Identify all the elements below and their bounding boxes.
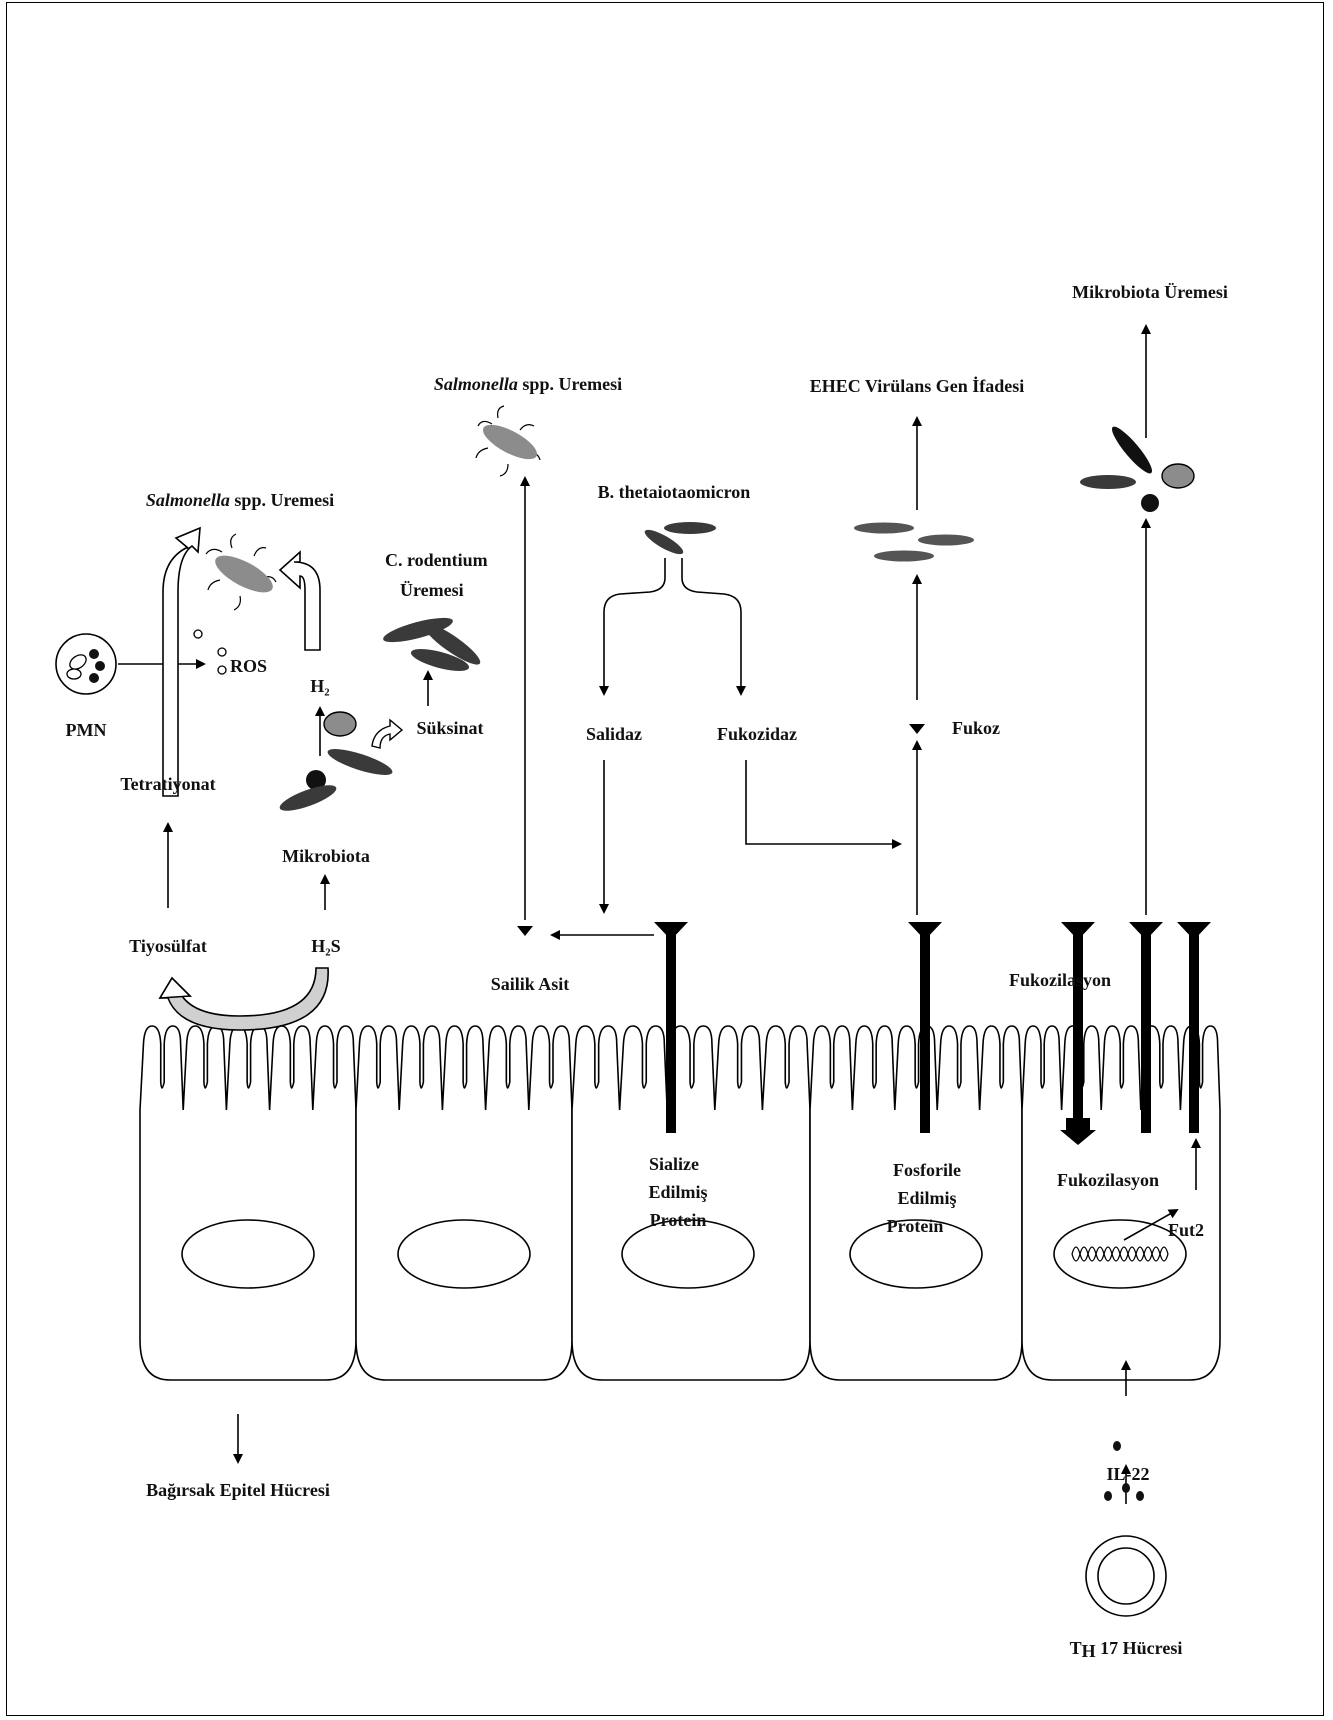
label-sialize-2: Edilmiş [648, 1182, 707, 1202]
cell-nucleus [182, 1220, 314, 1288]
label-sialize-1: Sialize [649, 1154, 699, 1174]
label-il22: IL-22 [1106, 1464, 1149, 1484]
label-ros: ROS [230, 656, 267, 676]
microbiota-gray [324, 712, 356, 736]
succinate-curved-arrow [372, 720, 402, 748]
label-suksinat: Süksinat [416, 718, 483, 738]
label-fosforile-1: Fosforile [893, 1160, 961, 1180]
ehec-2 [918, 535, 974, 546]
microbiota-right-rod-2 [1080, 475, 1136, 489]
epithelial-cells [140, 1026, 1220, 1380]
label-salmonella-left: Salmonella spp. Uremesi [146, 490, 334, 510]
label-sailik-asit: Sailik Asit [491, 974, 570, 994]
label-ehec: EHEC Virülans Gen İfadesi [810, 376, 1025, 396]
label-mikrobiota: Mikrobiota [282, 846, 370, 866]
ehec-1 [854, 523, 914, 534]
label-fukozilasyon-bottom: Fukozilasyon [1057, 1170, 1159, 1190]
epithelial-cell [356, 1026, 572, 1380]
epithelial-cell [572, 1026, 810, 1380]
label-mikrobiota-uremesi: Mikrobiota Üremesi [1072, 282, 1228, 302]
label-th17: TH 17 Hücresi [1070, 1638, 1183, 1661]
salmonella-top-bacterium [476, 406, 542, 476]
label-c-rodentium-1: C. rodentium [385, 550, 488, 570]
h2-curved-arrow [280, 552, 320, 650]
bacteria [206, 406, 1194, 816]
label-fosforile-3: Protein [887, 1216, 944, 1236]
arrow-btheta-fukozidaz [682, 558, 741, 694]
label-tiyosulfat: Tiyosülfat [129, 936, 207, 956]
microbiota-right-gray [1162, 464, 1194, 488]
arrow-fukozidaz-fukoz [746, 760, 900, 844]
label-pmn: PMN [66, 720, 107, 740]
label-tetratiyonat: Tetratiyonat [120, 774, 215, 794]
h2s-tiyosulfat-curved-arrow [160, 968, 328, 1030]
label-fukozidaz: Fukozidaz [717, 724, 797, 744]
microbiota-right-rod-1 [1107, 423, 1156, 478]
btheta-1 [664, 522, 716, 534]
label-h2: H₂ [310, 676, 329, 696]
sialic-acid-triangle [517, 926, 533, 936]
microbiota-right-dot [1141, 494, 1159, 512]
label-fukozilasyon-top: Fukozilasyon [1009, 970, 1111, 990]
label-sialize-3: Protein [650, 1210, 707, 1230]
microbiota-rod-1 [325, 744, 395, 780]
epithelial-cell [140, 1026, 356, 1380]
label-h2s: H₂S [311, 936, 340, 956]
label-fut2: Fut2 [1168, 1220, 1204, 1240]
cell-nucleus [398, 1220, 530, 1288]
labels: Mikrobiota Üremesi Salmonella spp. Ureme… [66, 282, 1228, 1661]
label-btheta: B. thetaiotaomicron [598, 482, 751, 502]
tetrathionate-hook-arrow [163, 528, 200, 796]
label-salmonella-top: Salmonella spp. Uremesi [434, 374, 622, 394]
salmonella-left-bacterium [206, 534, 278, 610]
pmn-cell [56, 634, 116, 694]
th17-cell [1086, 1536, 1166, 1616]
ros-bubbles [194, 630, 226, 674]
label-c-rodentium-2: Üremesi [400, 580, 464, 600]
arrow-btheta-salidaz [604, 558, 665, 694]
cell-nucleus [622, 1220, 754, 1288]
label-fosforile-2: Edilmiş [897, 1188, 956, 1208]
fucose-triangle [909, 724, 925, 734]
ehec-3 [874, 551, 934, 562]
label-salidaz: Salidaz [586, 724, 642, 744]
label-fukoz: Fukoz [952, 718, 1000, 738]
label-epitel: Bağırsak Epitel Hücresi [146, 1480, 330, 1500]
